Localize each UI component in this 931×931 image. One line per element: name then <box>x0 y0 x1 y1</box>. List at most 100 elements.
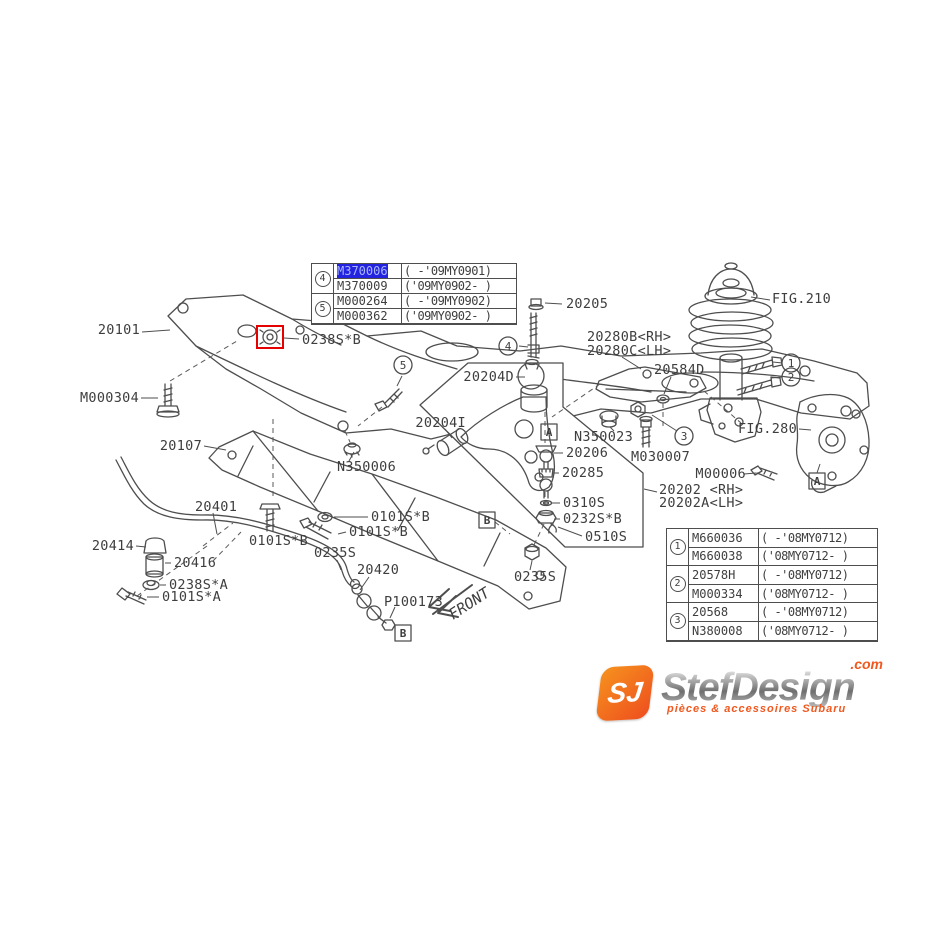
label-20401: 20401 <box>195 499 237 515</box>
bolt-2-art <box>736 376 782 396</box>
label-0310s: 0310S <box>563 495 605 511</box>
circled-number-2 <box>781 367 801 387</box>
label-0238sb: 0238S*B <box>302 332 361 348</box>
label-0232sb: 0232S*B <box>563 511 622 527</box>
stefdesign-logo: SJ .com StefDesign pièces & accessoires … <box>595 656 887 736</box>
leader-line <box>544 302 563 305</box>
leader-line <box>609 426 615 432</box>
logo-mark-icon: SJ <box>595 664 655 722</box>
highlight-red-box <box>256 325 284 349</box>
label-0238sa: 0238S*A <box>169 577 228 593</box>
label-0101sb-right2: 0101S*B <box>349 524 408 540</box>
boxed-letter-text: A <box>546 426 553 439</box>
applicability-range-cell: ( -'08MY0712) <box>759 603 877 622</box>
boxed-letter-B <box>478 511 496 529</box>
bushing-20204d-art <box>517 358 548 413</box>
boxed-letter-text: B <box>484 514 491 527</box>
leader-line <box>135 545 147 548</box>
part-number-cell: M000264 <box>334 294 402 309</box>
table-group-number: 2 <box>667 566 689 604</box>
part-number-cell: M000362 <box>334 309 402 324</box>
part-number-cell: 20568 <box>689 603 759 622</box>
label-fig210: FIG.210 <box>772 291 831 307</box>
ball-joint-stack-art <box>524 445 557 561</box>
table-group-number: 5 <box>312 294 334 324</box>
leader-line <box>816 463 821 474</box>
leader-line <box>651 414 678 432</box>
leader-line <box>798 428 812 431</box>
leader-line <box>336 559 342 571</box>
applicability-range-cell: ('09MY0902- ) <box>402 279 516 294</box>
bolt-m000304-art <box>156 383 180 418</box>
circled-number-1: 1 <box>669 539 686 556</box>
construction-dash-line <box>202 522 234 547</box>
label-20584d: 20584D <box>654 362 705 378</box>
applicability-range-cell: ( -'08MY0712) <box>759 529 877 548</box>
nut-n350006-art <box>343 442 361 458</box>
strut-stud-art <box>527 298 544 359</box>
leader-line <box>141 329 171 333</box>
label-0101sb-center: 0101S*B <box>249 533 308 549</box>
construction-dash-line <box>344 430 351 443</box>
table-group-number: 3 <box>667 603 689 641</box>
leader-line <box>529 560 533 571</box>
part-number-cell: 20578H <box>689 566 759 585</box>
leader-line <box>444 428 453 439</box>
crossmember-art <box>208 430 567 610</box>
label-m000304: M000304 <box>80 390 139 406</box>
bolt-1-art <box>740 356 783 375</box>
applicability-range-cell: ( -'08MY0712) <box>759 566 877 585</box>
label-0101sa: 0101S*A <box>162 589 221 605</box>
construction-dash-line <box>169 340 238 382</box>
boxed-letter-text: A <box>814 475 821 488</box>
label-20206: 20206 <box>566 445 608 461</box>
leader-line <box>389 606 396 619</box>
label-0101sb-right1: 0101S*B <box>371 509 430 525</box>
boxed-letter-A <box>540 423 558 441</box>
part-number-cell: M660038 <box>689 547 759 567</box>
circled-number-2: 2 <box>669 576 686 593</box>
applicability-range-cell: ( -'09MY0901) <box>402 264 516 279</box>
part-number-cell: M370006 <box>334 264 402 279</box>
part-number-cell: M000334 <box>689 584 759 604</box>
applicability-range-cell: ('09MY0902- ) <box>402 309 516 324</box>
label-0235s-bar: 0235S <box>314 545 356 561</box>
logo-name: StefDesign <box>661 668 883 707</box>
construction-dash-line <box>551 383 601 418</box>
label-20280b: 20280B<RH> <box>587 329 671 345</box>
inset-panel-border <box>419 362 644 548</box>
end-link-art <box>351 583 396 631</box>
leader-line <box>770 376 783 379</box>
circled-number-5: 5 <box>314 300 331 317</box>
label-0510s: 0510S <box>585 529 627 545</box>
circled-number-3 <box>674 426 694 446</box>
applicability-range-cell: ('08MY0712- ) <box>759 548 877 567</box>
label-20204d: 20204D <box>463 369 514 385</box>
construction-dash-line <box>357 406 383 427</box>
label-20202a-lh: 20202A<LH> <box>659 495 743 511</box>
label-20204i: 20204I <box>415 415 466 431</box>
part-number-cell: M370009 <box>334 279 402 294</box>
part-labels: 20101M00030420107N3500060238S*B204012041… <box>80 291 831 610</box>
label-0235s-arm: 0235S <box>514 569 556 585</box>
circled-number-5 <box>393 355 413 375</box>
construction-dash-line <box>703 390 742 424</box>
strut-art <box>688 262 774 443</box>
leader-line <box>518 345 529 348</box>
logo-monogram: SJ <box>605 676 645 709</box>
knuckle-art <box>795 393 870 494</box>
boxed-letter-B <box>394 624 412 642</box>
circled-number-text: 2 <box>788 371 795 384</box>
label-20414: 20414 <box>92 538 134 554</box>
selected-part-number: M370006 <box>337 264 388 278</box>
leader-line <box>643 488 658 493</box>
leader-line <box>663 376 672 395</box>
label-20107: 20107 <box>160 438 202 454</box>
construction-dash-line <box>212 531 242 562</box>
leader-line <box>750 296 771 301</box>
